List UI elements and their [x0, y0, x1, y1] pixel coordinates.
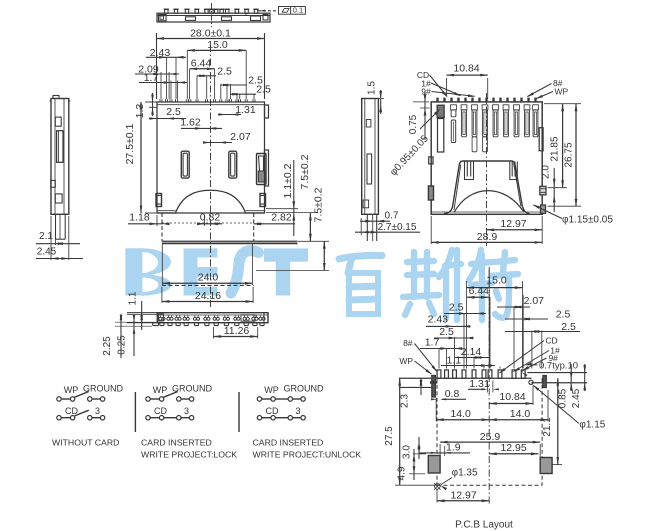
- svg-text:3.0: 3.0: [402, 445, 413, 459]
- svg-text:2.7±0.15: 2.7±0.15: [378, 222, 417, 233]
- svg-text:WP: WP: [264, 385, 279, 395]
- svg-text:CARD INSERTED: CARD INSERTED: [253, 437, 324, 447]
- svg-text:GROUND: GROUND: [284, 384, 324, 394]
- svg-text:0.75: 0.75: [408, 114, 419, 134]
- svg-text:φ1.15: φ1.15: [579, 420, 605, 431]
- svg-text:14.0: 14.0: [450, 408, 471, 420]
- svg-text:12.97: 12.97: [450, 489, 476, 501]
- svg-text:GROUND: GROUND: [83, 384, 123, 394]
- svg-text:14.0: 14.0: [510, 408, 531, 420]
- svg-text:28.9: 28.9: [477, 231, 498, 243]
- svg-text:CD: CD: [417, 70, 429, 80]
- svg-text:2.5: 2.5: [256, 84, 271, 96]
- svg-text:1#: 1#: [421, 79, 431, 89]
- svg-text:10.84: 10.84: [453, 63, 479, 75]
- svg-text:CD: CD: [545, 336, 557, 346]
- svg-text:2.14: 2.14: [461, 346, 482, 358]
- svg-text:27.5±0.1: 27.5±0.1: [124, 123, 136, 164]
- svg-text:0.85: 0.85: [558, 388, 569, 408]
- svg-text:4.9: 4.9: [397, 466, 408, 480]
- svg-text:1.3: 1.3: [134, 104, 146, 119]
- svg-text:1.9: 1.9: [446, 442, 461, 454]
- svg-text:0.8: 0.8: [445, 388, 460, 400]
- svg-text:6.44: 6.44: [191, 57, 212, 69]
- svg-text:2.82: 2.82: [271, 212, 292, 224]
- svg-text:1.31: 1.31: [235, 104, 256, 116]
- svg-text:CARD INSERTED: CARD INSERTED: [141, 437, 212, 447]
- svg-text:1.31: 1.31: [469, 378, 490, 390]
- svg-text:25.9: 25.9: [480, 431, 501, 443]
- svg-text:WP: WP: [153, 385, 168, 395]
- svg-text:2.43: 2.43: [428, 314, 449, 326]
- svg-text:2.5: 2.5: [166, 106, 181, 118]
- svg-text:26.75: 26.75: [564, 142, 575, 167]
- svg-text:WP: WP: [555, 87, 569, 97]
- svg-text:2.45: 2.45: [37, 247, 57, 258]
- svg-text:2.5: 2.5: [217, 66, 232, 78]
- svg-text:1.7: 1.7: [144, 72, 159, 84]
- svg-text:2.07: 2.07: [524, 295, 545, 307]
- svg-text:0.1: 0.1: [293, 6, 303, 15]
- svg-text:0.7: 0.7: [385, 211, 399, 222]
- svg-text:2.07: 2.07: [230, 131, 251, 143]
- svg-text:1.1±0.2: 1.1±0.2: [282, 163, 294, 198]
- svg-text:8#: 8#: [553, 78, 563, 88]
- svg-text:7.5±0.2: 7.5±0.2: [299, 154, 311, 189]
- svg-text:6.44: 6.44: [469, 285, 490, 297]
- svg-text:φ1.35: φ1.35: [452, 468, 478, 479]
- svg-text:11.26: 11.26: [224, 325, 250, 337]
- svg-text:2.5: 2.5: [556, 309, 571, 321]
- svg-text:12.97: 12.97: [500, 218, 526, 230]
- svg-text:WP: WP: [399, 356, 413, 366]
- svg-text:1.1: 1.1: [446, 355, 461, 367]
- svg-text:3: 3: [184, 406, 189, 416]
- svg-text:9#: 9#: [421, 87, 431, 97]
- svg-text:2.45: 2.45: [571, 388, 582, 408]
- svg-text:8#: 8#: [403, 338, 413, 348]
- svg-text:1#: 1#: [550, 346, 560, 356]
- svg-text:21.1: 21.1: [542, 417, 553, 437]
- svg-text:15.0: 15.0: [207, 39, 228, 51]
- svg-text:15.0: 15.0: [486, 275, 507, 287]
- svg-text:1.1: 1.1: [128, 291, 139, 305]
- svg-text:10.84: 10.84: [499, 391, 525, 403]
- svg-text:2.1: 2.1: [39, 231, 53, 242]
- svg-text:2.3: 2.3: [400, 394, 411, 408]
- svg-text:12.95: 12.95: [500, 442, 526, 454]
- svg-text:0.25: 0.25: [117, 335, 128, 355]
- svg-text:21.85: 21.85: [550, 136, 561, 161]
- svg-text:WITHOUT CARD: WITHOUT CARD: [52, 437, 119, 447]
- svg-text:2.0: 2.0: [541, 165, 552, 179]
- svg-text:9#: 9#: [548, 353, 558, 363]
- svg-text:3: 3: [95, 406, 100, 416]
- svg-text:2.5: 2.5: [439, 326, 454, 338]
- svg-text:1.5: 1.5: [367, 81, 378, 95]
- svg-text:2.43: 2.43: [150, 47, 171, 59]
- svg-text:24.16: 24.16: [195, 290, 221, 302]
- svg-text:0.7typ.10: 0.7typ.10: [539, 361, 578, 372]
- svg-text:CD: CD: [65, 406, 78, 416]
- svg-text:CD: CD: [154, 406, 167, 416]
- svg-text:2.5: 2.5: [449, 302, 464, 314]
- svg-text:27.5: 27.5: [384, 426, 395, 446]
- svg-text:28.0±0.1: 28.0±0.1: [190, 28, 231, 40]
- svg-text:1.18: 1.18: [129, 212, 150, 224]
- svg-text:1.7: 1.7: [425, 336, 440, 348]
- svg-text:φ1.15±0.05: φ1.15±0.05: [562, 215, 613, 226]
- svg-text:2.5: 2.5: [248, 75, 263, 87]
- svg-text:2.25: 2.25: [102, 336, 113, 356]
- svg-text:2.09: 2.09: [138, 64, 159, 76]
- svg-text:0.82: 0.82: [200, 212, 221, 224]
- svg-text:1.62: 1.62: [180, 117, 201, 129]
- svg-text:P.C.B Layout: P.C.B Layout: [455, 520, 513, 531]
- svg-text:GROUND: GROUND: [172, 384, 212, 394]
- svg-text:3: 3: [295, 406, 300, 416]
- svg-text:7.5±0.2: 7.5±0.2: [313, 187, 325, 222]
- svg-text:WRITE PROJECT:LOCK: WRITE PROJECT:LOCK: [141, 449, 237, 459]
- svg-text:24.0: 24.0: [198, 271, 219, 283]
- svg-text:WRITE PROJECT:UNLOCK: WRITE PROJECT:UNLOCK: [253, 449, 362, 459]
- svg-text:2.5: 2.5: [561, 321, 576, 333]
- svg-text:WP: WP: [64, 385, 79, 395]
- svg-text:CD: CD: [266, 406, 279, 416]
